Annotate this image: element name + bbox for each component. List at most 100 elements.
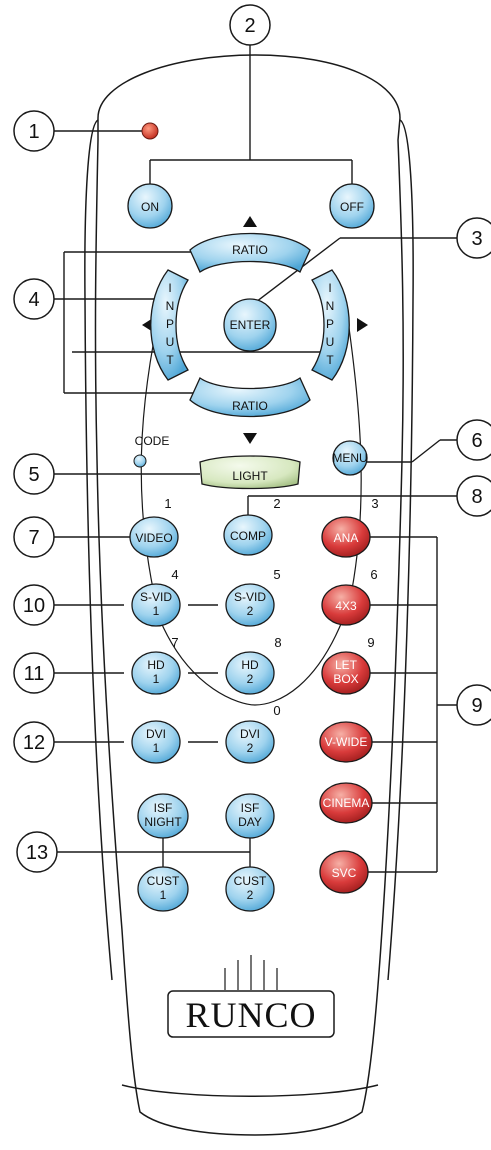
video-button[interactable]: VIDEO (129, 516, 179, 558)
svg-text:HD: HD (241, 658, 259, 672)
svg-text:S-VID: S-VID (140, 590, 172, 604)
svg-text:I: I (168, 281, 171, 295)
ratio-up-button[interactable]: RATIO (189, 232, 311, 273)
comp-button[interactable]: COMP (223, 514, 273, 556)
svg-text:8: 8 (274, 635, 281, 650)
svg-text:U: U (166, 335, 175, 349)
svg-text:4: 4 (28, 289, 39, 311)
callout-1: 1 (13, 110, 55, 152)
svg-text:V-WIDE: V-WIDE (325, 735, 368, 749)
svg-text:BOX: BOX (333, 672, 358, 686)
input-left-button[interactable]: I N P U T (150, 269, 189, 381)
svg-text:12: 12 (23, 732, 45, 754)
hd2-button[interactable]: HD 2 (225, 651, 275, 695)
svg-text:9: 9 (367, 635, 374, 650)
svg-text:4X3: 4X3 (335, 599, 357, 613)
svg-text:3: 3 (471, 228, 482, 250)
svg-text:RATIO: RATIO (232, 399, 268, 413)
svg-text:ANA: ANA (334, 531, 359, 545)
remote-inner-right-edge (387, 119, 414, 981)
cust2-button[interactable]: CUST 2 (225, 866, 275, 912)
callout-6: 6 (456, 419, 491, 461)
svg-text:1: 1 (28, 121, 39, 143)
svg-text:2: 2 (273, 496, 280, 511)
svg-text:1: 1 (160, 888, 167, 902)
svg-text:1: 1 (153, 604, 160, 618)
arrow-right-icon (357, 318, 368, 332)
svg-text:LET: LET (335, 658, 358, 672)
isf-day-button[interactable]: ISF DAY (225, 793, 275, 839)
vwide-button[interactable]: V-WIDE (319, 721, 373, 763)
cust1-button[interactable]: CUST 1 (137, 866, 189, 912)
svg-text:7: 7 (28, 527, 39, 549)
svg-text:ISF: ISF (154, 801, 173, 815)
svid1-button[interactable]: S-VID 1 (131, 583, 181, 627)
callout-lines (54, 45, 460, 868)
svg-text:DVI: DVI (146, 727, 166, 741)
callout-8: 8 (456, 475, 491, 517)
svg-text:VIDEO: VIDEO (135, 531, 172, 545)
logo-text: RUNCO (185, 995, 316, 1035)
svg-text:5: 5 (273, 567, 280, 582)
svg-text:3: 3 (371, 496, 378, 511)
off-button[interactable]: OFF (329, 183, 375, 229)
svg-text:S-VID: S-VID (234, 590, 266, 604)
letbox-button[interactable]: LET BOX (321, 651, 371, 695)
dvi1-button[interactable]: DVI 1 (131, 720, 181, 764)
svg-text:13: 13 (26, 842, 48, 864)
svg-text:P: P (326, 317, 334, 331)
remote-bottom-inner (121, 1084, 379, 1097)
callout-2: 2 (229, 4, 271, 46)
svg-text:7: 7 (171, 635, 178, 650)
svg-text:1: 1 (153, 741, 160, 755)
svg-text:6: 6 (471, 430, 482, 452)
svg-text:1: 1 (164, 496, 171, 511)
callout-5: 5 (13, 453, 55, 495)
callout-10: 10 (13, 584, 55, 626)
svg-text:1: 1 (153, 672, 160, 686)
cinema-button[interactable]: CINEMA (319, 782, 373, 824)
ana-button[interactable]: ANA (321, 516, 371, 558)
svg-text:ENTER: ENTER (230, 318, 271, 332)
on-button[interactable]: ON (127, 183, 173, 229)
callout-12: 12 (13, 721, 55, 763)
callout-9: 9 (456, 684, 491, 726)
code-label: CODE (135, 434, 170, 448)
svg-text:HD: HD (147, 658, 165, 672)
callout-3: 3 (456, 217, 491, 259)
callout-13: 13 (16, 831, 58, 873)
remote-body (84, 54, 414, 1136)
svg-text:2: 2 (247, 888, 254, 902)
callout-11: 11 (13, 652, 55, 694)
light-button[interactable]: LIGHT (199, 455, 301, 490)
svg-text:ON: ON (141, 200, 159, 214)
svid2-button[interactable]: S-VID 2 (225, 583, 275, 627)
remote-inner-left-edge (84, 119, 113, 981)
arrow-up-icon (243, 216, 257, 227)
runco-logo: RUNCO (167, 955, 335, 1038)
enter-button[interactable]: ENTER (223, 298, 277, 352)
svg-text:5: 5 (28, 464, 39, 486)
dvi2-button[interactable]: DVI 2 (225, 720, 275, 764)
svg-text:OFF: OFF (340, 200, 364, 214)
ratio-down-button[interactable]: RATIO (189, 377, 311, 418)
svg-text:N: N (166, 299, 175, 313)
face-curves (140, 299, 362, 706)
svg-text:COMP: COMP (230, 529, 266, 543)
key-numbers: 1 2 3 4 5 6 7 8 9 0 (164, 496, 378, 718)
4x3-button[interactable]: 4X3 (321, 584, 371, 626)
svg-text:DAY: DAY (238, 815, 262, 829)
svg-text:SVC: SVC (332, 866, 357, 880)
menu-button[interactable]: MENU (332, 440, 368, 476)
svg-text:CINEMA: CINEMA (323, 796, 370, 810)
svg-text:T: T (326, 353, 334, 367)
svg-text:LIGHT: LIGHT (232, 469, 268, 483)
isf-night-button[interactable]: ISF NIGHT (137, 793, 189, 839)
svg-text:0: 0 (273, 703, 280, 718)
arrow-down-icon (243, 433, 257, 444)
input-right-button[interactable]: I N P U T (311, 269, 350, 381)
hd1-button[interactable]: HD 1 (131, 651, 181, 695)
svc-button-visual[interactable]: SVC (319, 850, 369, 894)
svg-text:4: 4 (171, 567, 178, 582)
